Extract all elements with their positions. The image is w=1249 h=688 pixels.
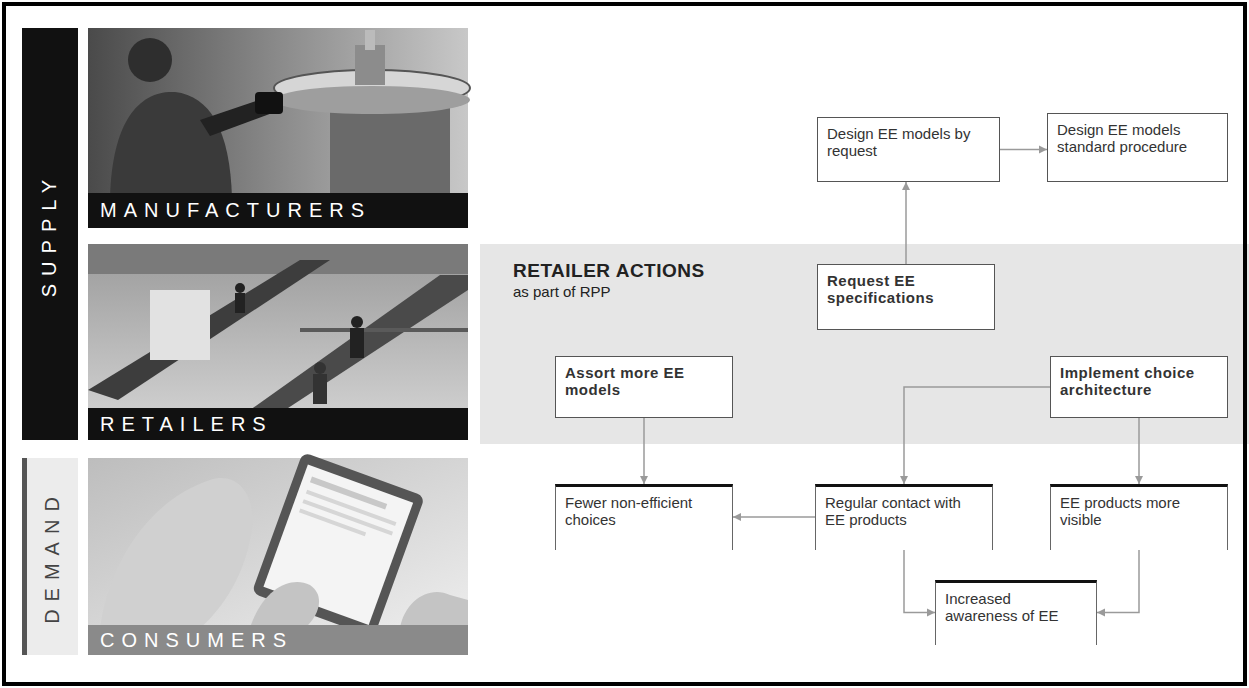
flow-arrow	[1000, 149, 1047, 151]
process-box: Design EE models by request	[817, 117, 1000, 182]
side-bar: DEMAND	[22, 458, 78, 655]
flow-arrow	[643, 418, 645, 484]
flow-arrow	[905, 182, 907, 264]
flow-arrow	[1097, 550, 1139, 613]
node-label: DEMAND	[41, 489, 64, 624]
process-box: Design EE models standard procedure	[1047, 113, 1228, 182]
node-label: Assort more EE models	[565, 364, 723, 398]
node-label: Fewer non-efficient choices	[565, 494, 723, 528]
process-box: Implement choice architecture	[1050, 356, 1228, 418]
node-label: SUPPLY	[39, 171, 62, 296]
flow-arrow	[904, 387, 1050, 484]
node-label: Regular contact with EE products	[825, 494, 983, 528]
node-label: CONSUMERS	[100, 629, 293, 652]
retailer-photo	[88, 244, 468, 414]
flow-arrow	[904, 550, 935, 613]
caption-bar: MANUFACTURERS	[88, 193, 468, 228]
outcome-box: EE products more visible	[1050, 484, 1228, 550]
node-label: Design EE models standard procedure	[1057, 121, 1218, 155]
process-box: Assort more EE models	[555, 356, 733, 418]
node-label: Increased awareness of EE	[945, 590, 1087, 624]
node-label: RETAILERS	[100, 413, 273, 436]
consumer-photo	[88, 452, 468, 637]
node-label: Design EE models by request	[827, 125, 990, 159]
outcome-box: Increased awareness of EE	[935, 580, 1097, 645]
node-label: Implement choice architecture	[1060, 364, 1218, 398]
flow-arrow	[733, 516, 815, 518]
caption-bar: RETAILERS	[88, 408, 468, 440]
node-label: EE products more visible	[1060, 494, 1218, 528]
flow-arrow	[1138, 418, 1140, 484]
side-bar: SUPPLY	[22, 28, 78, 440]
actions-band: RETAILER ACTIONSas part of RPPRequest EE…	[480, 244, 1249, 444]
outcome-box: Regular contact with EE products	[815, 484, 993, 550]
node-label: RETAILER ACTIONS	[513, 260, 705, 282]
node-label: Request EE specifications	[827, 272, 985, 306]
outcome-box: Fewer non-efficient choices	[555, 484, 733, 550]
caption-bar: CONSUMERS	[88, 625, 468, 655]
node-label: MANUFACTURERS	[100, 199, 371, 222]
manufacturer-photo	[88, 28, 470, 198]
process-box: Request EE specifications	[817, 264, 995, 330]
